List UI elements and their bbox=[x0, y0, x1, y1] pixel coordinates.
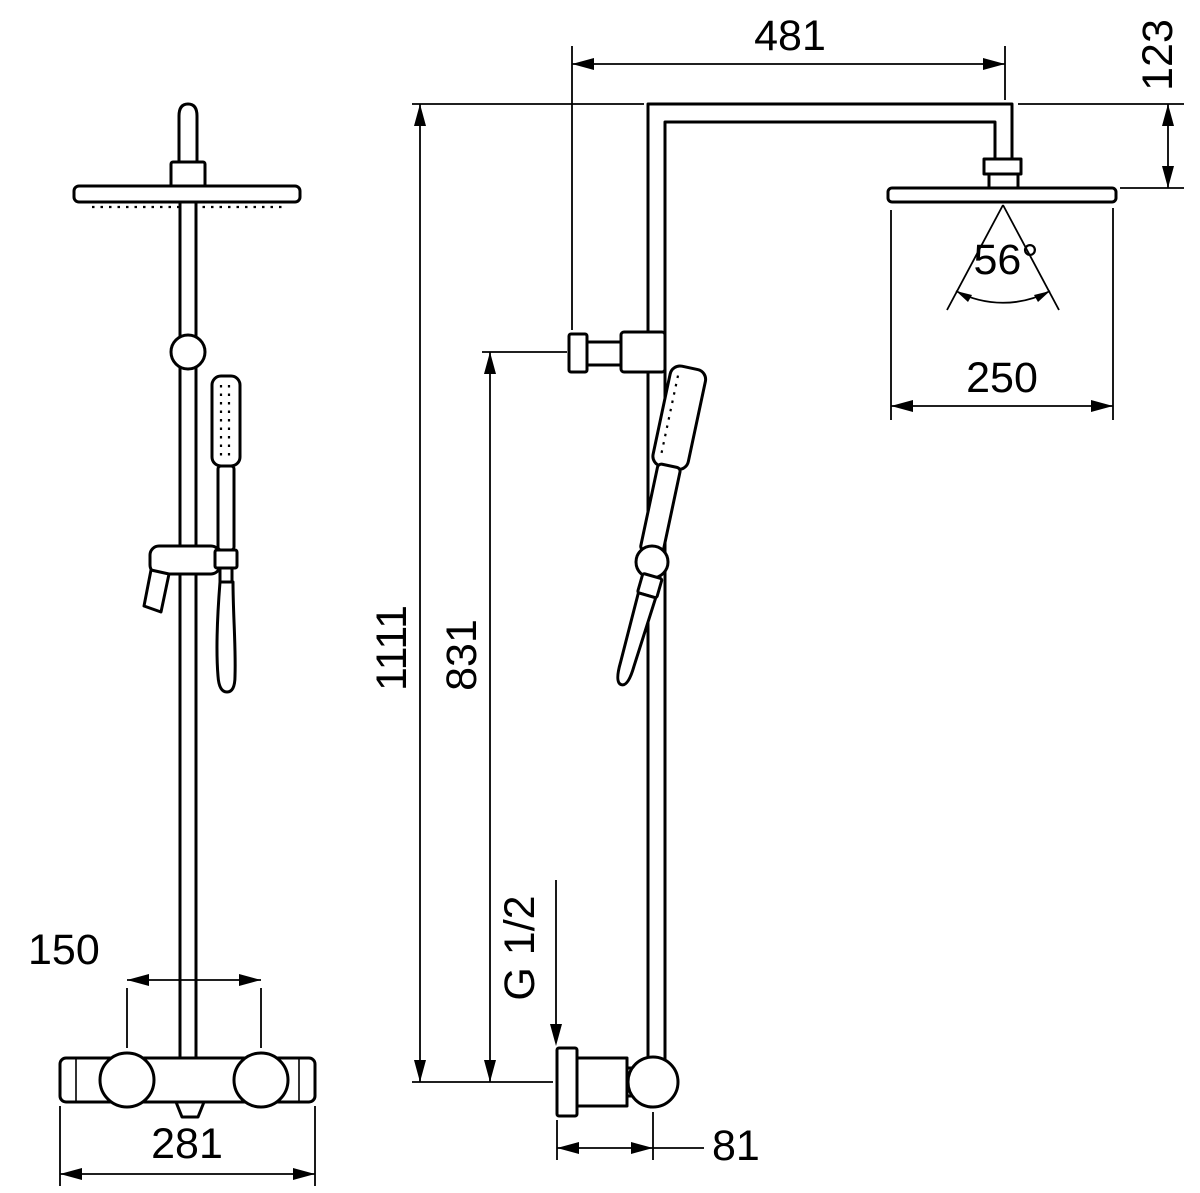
dimension-head-drop: 123 bbox=[1018, 19, 1184, 189]
dim-arm-reach-label: 481 bbox=[754, 12, 826, 60]
mixer-handle-right bbox=[232, 1051, 290, 1109]
dimensions: 481 123 250 1111 bbox=[28, 12, 1184, 1186]
dim-arrow bbox=[891, 400, 913, 412]
hand-shower-handle-side bbox=[639, 462, 682, 556]
rain-head-front bbox=[72, 184, 302, 204]
slider-ring-front bbox=[169, 333, 207, 371]
dim-arrow bbox=[414, 104, 426, 126]
hand-shower-spray-dots bbox=[659, 375, 680, 458]
hose-cone-side bbox=[616, 591, 658, 687]
bracket-housing bbox=[619, 330, 667, 374]
spray-angle-label: 56° bbox=[973, 236, 1038, 284]
hand-shower-head-front bbox=[210, 374, 242, 468]
wall-bracket-side bbox=[567, 330, 667, 374]
spray-cone: 56° bbox=[946, 204, 1060, 311]
holder-lever-front bbox=[142, 568, 171, 614]
side-hand-shower bbox=[639, 364, 708, 556]
hand-shower-handle-front bbox=[216, 464, 236, 552]
dim-arrow bbox=[484, 1060, 496, 1082]
dim-head-drop-label: 123 bbox=[1134, 19, 1182, 91]
inlet-flange bbox=[555, 1046, 579, 1118]
inlet-body bbox=[575, 1056, 629, 1108]
dim-arrow bbox=[293, 1168, 315, 1180]
dim-arrow bbox=[557, 1142, 579, 1154]
dim-mixer-width-label: 281 bbox=[151, 1120, 223, 1168]
head-connector-upper bbox=[982, 157, 1023, 176]
spray-cone-edge bbox=[1002, 204, 1060, 311]
dimension-total-height: 1111 bbox=[368, 103, 644, 1083]
front-mixer-valve bbox=[58, 1051, 317, 1119]
spray-cone-edge bbox=[946, 204, 1004, 311]
arc-arrow bbox=[1034, 291, 1050, 302]
dim-arrow bbox=[414, 1060, 426, 1082]
hose-cone-front bbox=[215, 580, 237, 694]
mixer-handle-left bbox=[98, 1051, 156, 1109]
dimension-inlet-offset: 81 bbox=[556, 1112, 760, 1170]
rain-head-side bbox=[886, 186, 1118, 204]
dimension-mixer-width: 281 bbox=[59, 1106, 316, 1186]
inlet-ball-joint bbox=[626, 1055, 680, 1109]
holder-bracket-front bbox=[148, 544, 222, 576]
mixer-outlet bbox=[174, 1100, 206, 1119]
dim-arrow bbox=[1162, 166, 1174, 188]
leader-arrow bbox=[550, 1024, 562, 1046]
front-hand-shower bbox=[142, 374, 242, 694]
hose-fitting-front bbox=[218, 566, 234, 584]
dim-arrow bbox=[983, 58, 1005, 70]
holder-knob-side bbox=[634, 544, 670, 580]
dim-arrow bbox=[631, 1142, 653, 1154]
dimension-head-width: 250 bbox=[890, 208, 1114, 420]
dim-arrow bbox=[572, 58, 594, 70]
dimension-handle-spacing: 150 bbox=[28, 926, 262, 1048]
dim-head-width-label: 250 bbox=[966, 354, 1038, 402]
dim-handle-spacing-label: 150 bbox=[28, 926, 100, 974]
inlet-thread-label: G 1/2 bbox=[496, 895, 544, 1000]
side-hose bbox=[616, 572, 664, 687]
dim-hand-shower-height-label: 831 bbox=[438, 619, 486, 691]
riser-and-arm-side bbox=[646, 102, 1014, 1084]
side-view: 56° bbox=[555, 102, 1118, 1118]
riser-pipe-front bbox=[178, 200, 198, 1060]
dim-arrow bbox=[484, 352, 496, 374]
inlet-valve-side bbox=[555, 1046, 680, 1118]
dim-total-height-label: 1111 bbox=[368, 605, 416, 691]
dimension-inlet-thread: G 1/2 bbox=[496, 880, 562, 1046]
bracket-arm bbox=[585, 340, 625, 367]
head-collar bbox=[169, 160, 207, 190]
bracket-flange bbox=[567, 332, 589, 374]
top-pipe-cap bbox=[177, 102, 199, 172]
dimension-hand-shower-height: 831 bbox=[438, 351, 567, 1082]
dim-arrow bbox=[60, 1168, 82, 1180]
dim-arrow bbox=[1162, 104, 1174, 126]
dimension-arm-reach: 481 bbox=[571, 12, 1006, 330]
arc-arrow bbox=[956, 291, 972, 302]
dim-arrow bbox=[1091, 400, 1113, 412]
front-view bbox=[58, 102, 317, 1119]
front-shower-column bbox=[72, 102, 302, 1060]
hose-nut-front bbox=[213, 548, 239, 570]
dim-inlet-offset-label: 81 bbox=[712, 1122, 760, 1170]
dim-arrow bbox=[239, 974, 261, 986]
dim-arrow bbox=[127, 974, 149, 986]
